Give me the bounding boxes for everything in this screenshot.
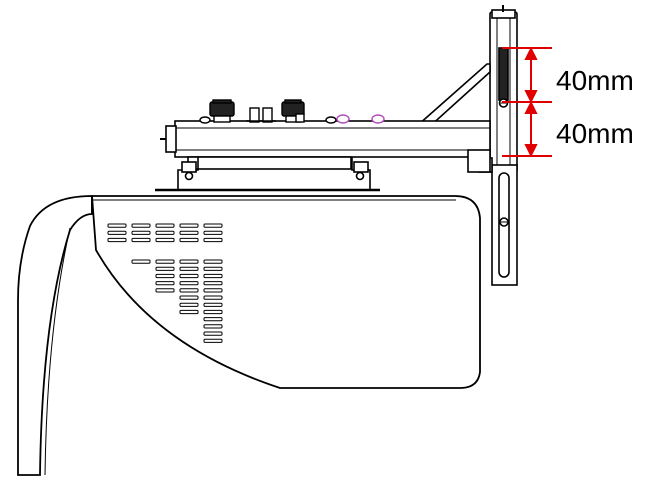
vent-slot: [203, 324, 223, 329]
vent-slot: [203, 317, 223, 322]
vent-slot: [203, 288, 223, 293]
vent-slot: [203, 223, 223, 228]
vent-slot: [155, 273, 175, 279]
vent-slot: [155, 288, 175, 293]
vent-slot: [155, 281, 175, 286]
adjustment-knobs: [199, 99, 337, 124]
vent-slot: [179, 309, 199, 315]
vent-slot: [155, 259, 175, 264]
support-arm: [416, 63, 491, 129]
dimension-markers: [502, 46, 552, 158]
purple-knobs: [336, 114, 385, 124]
vent-slot: [203, 237, 223, 243]
vent-slot: [203, 295, 223, 300]
vent-slot: [203, 338, 223, 343]
dimension-label-lower: 40mm: [556, 118, 634, 149]
extension-arm: [160, 120, 491, 173]
vent-slot: [179, 237, 199, 243]
vertical-slotted-bracket: [478, 157, 518, 286]
vent-slot: [203, 266, 223, 271]
vent-slot: [107, 237, 127, 243]
vent-slot: [131, 223, 151, 228]
vent-slot: [203, 309, 223, 315]
vent-slot: [155, 223, 175, 228]
vent-slot: [203, 273, 223, 279]
vent-slot: [179, 230, 199, 235]
vent-slot: [179, 295, 199, 300]
vent-slot: [179, 266, 199, 271]
vent-slot: [131, 230, 151, 235]
dimension-label-upper: 40mm: [556, 65, 634, 96]
vent-slot: [107, 230, 127, 235]
vent-slot: [179, 302, 199, 307]
vent-slot: [203, 259, 223, 264]
vent-slot: [179, 259, 199, 264]
vent-slot: [203, 230, 223, 235]
vent-slot: [155, 230, 175, 235]
vent-slot: [155, 266, 175, 271]
vent-slot: [107, 223, 127, 228]
vent-slot: [131, 259, 151, 264]
wall-plate: [489, 5, 518, 173]
projector-vents: [107, 223, 223, 343]
vent-slot: [179, 223, 199, 228]
vent-slot: [179, 273, 199, 279]
vent-slot: [179, 281, 199, 286]
vent-slot: [203, 302, 223, 307]
vent-slot: [155, 237, 175, 243]
ceiling-bracket: [155, 156, 380, 192]
vent-slot: [179, 288, 199, 293]
vent-slot: [203, 331, 223, 336]
vent-slot: [131, 237, 151, 243]
projector-body: [17, 195, 481, 476]
vent-slot: [203, 281, 223, 286]
